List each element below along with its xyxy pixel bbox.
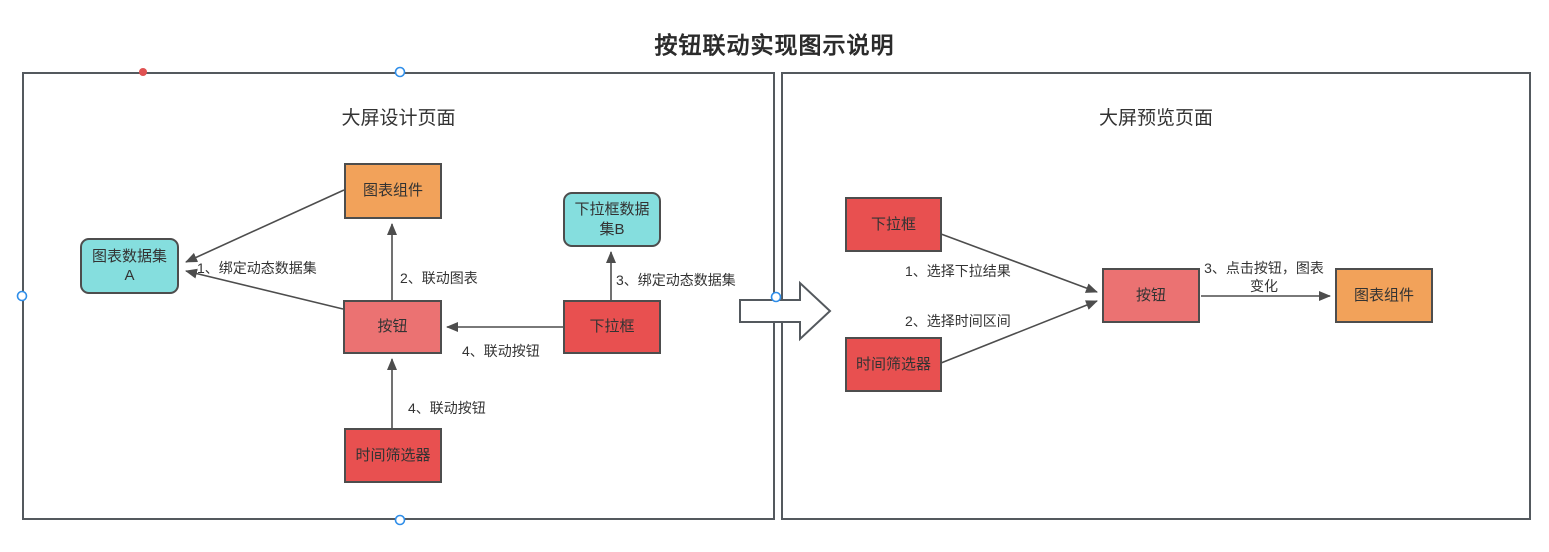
edge-label-bind-dataset-3: 3、绑定动态数据集: [616, 272, 736, 288]
design-page-title: 大屏设计页面: [341, 108, 456, 129]
node-button[interactable]: 按钮: [343, 300, 442, 354]
edge-label-link-button-4b: 4、联动按钮: [408, 400, 486, 416]
node-chart-component[interactable]: 图表组件: [344, 163, 442, 219]
diagram-title: 按钮联动实现图示说明: [654, 32, 895, 58]
node-dropdown[interactable]: 下拉框: [563, 300, 661, 354]
edge-label-bind-dataset-1: 1、绑定动态数据集: [197, 260, 317, 276]
edge-label-link-chart-2: 2、联动图表: [400, 270, 478, 286]
node-preview-dropdown[interactable]: 下拉框: [845, 197, 942, 252]
edge-label-click-button-3: 3、点击按钮，图表变化: [1204, 260, 1324, 294]
edge-label-select-dropdown-1: 1、选择下拉结果: [905, 263, 1011, 279]
edge-label-select-time-2: 2、选择时间区间: [905, 313, 1011, 329]
node-preview-time-filter[interactable]: 时间筛选器: [845, 337, 942, 392]
edge-label-link-button-4a: 4、联动按钮: [462, 343, 540, 359]
node-time-filter[interactable]: 时间筛选器: [344, 428, 442, 483]
node-preview-button[interactable]: 按钮: [1102, 268, 1200, 323]
node-dropdown-dataset-b[interactable]: 下拉框数据集B: [563, 192, 661, 247]
node-chart-dataset-a[interactable]: 图表数据集A: [80, 238, 179, 294]
node-preview-chart-component[interactable]: 图表组件: [1335, 268, 1433, 323]
preview-page-title: 大屏预览页面: [1098, 108, 1213, 129]
